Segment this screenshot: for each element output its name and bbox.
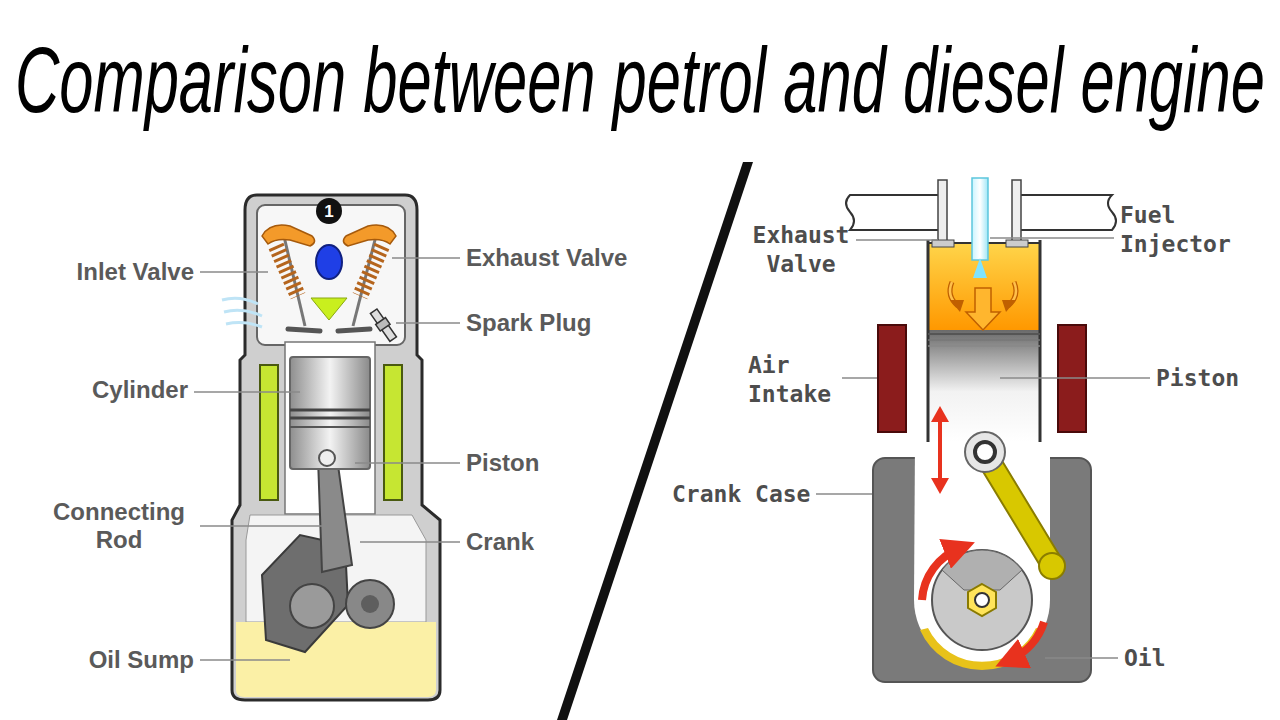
part-label: Spark Plug — [466, 309, 591, 337]
callout-badge: 1 — [316, 198, 342, 224]
part-label: Oil — [1124, 644, 1166, 673]
part-label: Inlet Valve — [77, 258, 194, 286]
part-label: Air Intake — [748, 351, 848, 409]
part-label: Piston — [1156, 364, 1239, 393]
part-label: Oil Sump — [89, 646, 194, 674]
part-label: Piston — [466, 449, 539, 477]
part-label: Fuel Injector — [1120, 201, 1240, 259]
part-label: Exhaust Valve — [741, 221, 861, 279]
part-label: Crank — [466, 528, 534, 556]
diesel-engine — [846, 178, 1116, 682]
part-label: Crank Case — [672, 480, 810, 509]
callout-number: 1 — [324, 203, 333, 220]
part-label: Connecting Rod — [34, 498, 204, 554]
part-label: Cylinder — [92, 376, 188, 404]
diagram-title: Comparison between petrol and diesel eng… — [15, 32, 1265, 129]
part-label: Exhaust Valve — [466, 244, 627, 272]
leader-lines — [194, 238, 1150, 660]
petrol-engine — [222, 195, 440, 700]
